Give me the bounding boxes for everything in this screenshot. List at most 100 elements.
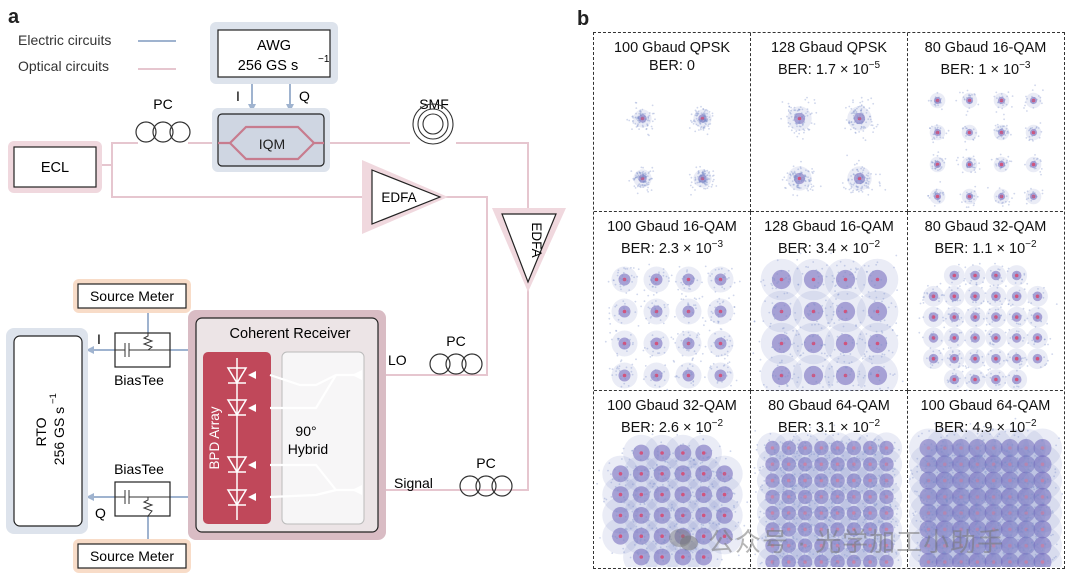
sample-point (645, 180, 647, 183)
sample-point (857, 268, 859, 270)
sample-point (845, 498, 847, 501)
sample-point (787, 122, 790, 124)
sample-point (1028, 193, 1030, 196)
sample-point (983, 277, 985, 279)
sample-point (956, 316, 958, 318)
sample-point (653, 469, 656, 472)
symbol-peak (868, 560, 872, 564)
symbol-peak (868, 543, 872, 548)
sample-point (656, 378, 659, 380)
sample-point (697, 508, 700, 511)
sample-point (863, 385, 866, 387)
sample-point (819, 451, 822, 454)
symbol-peak (959, 527, 963, 532)
sample-point (726, 350, 729, 353)
sample-point (1004, 168, 1007, 171)
sample-point (699, 468, 701, 471)
sample-point (987, 312, 990, 315)
sample-point (852, 450, 854, 452)
sample-point (635, 117, 638, 120)
sample-point (823, 343, 825, 346)
sample-point (715, 524, 718, 526)
lo-label: LO (388, 352, 407, 368)
sample-point (696, 112, 698, 115)
sample-point (990, 158, 993, 161)
sample-point (706, 177, 709, 180)
sample-point (1003, 125, 1005, 128)
sample-point (882, 507, 885, 510)
sample-point (847, 496, 850, 499)
sample-point (856, 186, 859, 189)
sample-point (642, 174, 644, 177)
sample-point (792, 486, 794, 489)
sample-point (774, 518, 776, 520)
sample-point (647, 186, 649, 189)
sample-point (838, 319, 840, 321)
sample-point (754, 553, 757, 556)
sample-point (969, 273, 972, 275)
sample-point (629, 527, 632, 530)
sample-point (916, 457, 919, 460)
sample-point (704, 178, 706, 180)
sample-point (653, 304, 656, 307)
symbol-peak (819, 478, 824, 483)
sample-point (831, 460, 833, 463)
sample-point (1018, 481, 1020, 484)
sample-point (999, 199, 1002, 202)
sample-point (614, 535, 617, 538)
sample-point (705, 452, 708, 455)
sample-point (868, 107, 871, 110)
sample-point (931, 507, 934, 510)
sample-point (758, 516, 761, 519)
sample-point (809, 366, 811, 369)
sample-point (813, 308, 816, 311)
sample-point (989, 269, 992, 272)
sample-point (728, 277, 730, 279)
sample-point (800, 452, 803, 455)
sample-point (808, 455, 811, 457)
sample-point (973, 198, 975, 201)
sample-point (1036, 162, 1039, 165)
sample-point (636, 125, 639, 128)
sample-point (973, 158, 976, 161)
sample-point (695, 474, 698, 477)
sample-point (800, 548, 803, 551)
sample-point (807, 170, 809, 172)
sample-point (975, 507, 978, 510)
sample-point (863, 451, 866, 454)
sample-point (674, 280, 677, 283)
sample-point (638, 128, 640, 130)
sample-point (804, 492, 807, 495)
symbol-peak (718, 277, 723, 282)
sample-point (711, 312, 714, 315)
symbol-peak (835, 527, 840, 532)
sample-point (982, 439, 985, 441)
hybrid-label: Hybrid (288, 441, 328, 457)
sample-point (735, 538, 737, 541)
sample-point (790, 343, 793, 346)
sample-point (773, 449, 776, 451)
sample-point (939, 101, 942, 103)
sample-point (769, 498, 772, 501)
symbol-peak (681, 472, 685, 476)
symbol-peak (967, 194, 972, 199)
sample-point (766, 482, 768, 485)
sample-point (719, 302, 721, 305)
symbol-peak (660, 513, 664, 518)
sample-point (645, 375, 647, 378)
sample-point (831, 487, 833, 490)
sample-point (980, 509, 982, 512)
sample-point (879, 387, 881, 390)
sample-point (1020, 360, 1023, 363)
sample-point (970, 191, 973, 194)
sample-point (701, 461, 704, 464)
sample-point (1047, 560, 1049, 562)
sample-point (792, 459, 794, 462)
sample-point (965, 135, 967, 137)
sample-point (718, 523, 721, 526)
sample-point (706, 183, 708, 186)
constellation-ber: BER: 3.1 × 10−2 (777, 418, 881, 436)
sample-point (643, 176, 646, 179)
